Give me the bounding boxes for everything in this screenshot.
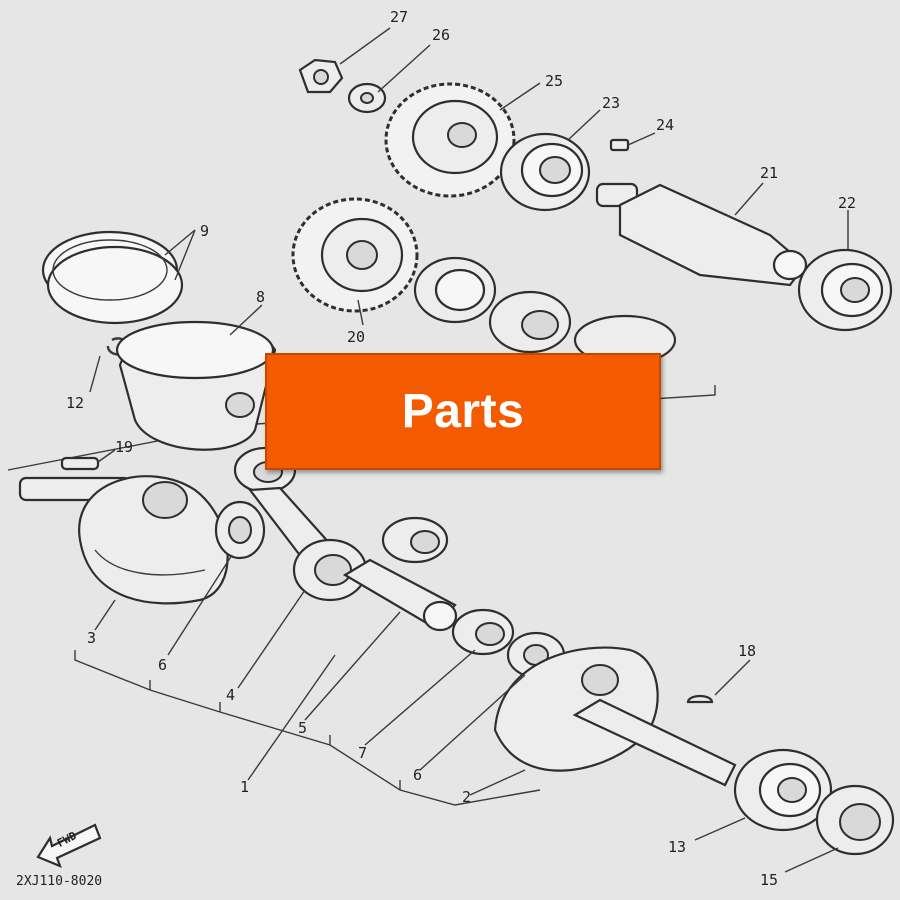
part-small-end-bearing — [381, 516, 449, 564]
callout-26: 26 — [432, 26, 450, 44]
callout-5: 5 — [298, 719, 307, 737]
part-8-piston — [115, 320, 277, 451]
part-3-crank-left — [18, 475, 229, 605]
callout-19: 19 — [115, 438, 133, 456]
part-27-nut — [298, 58, 344, 94]
parts-banner[interactable]: Parts — [265, 353, 661, 470]
callout-6-left: 6 — [158, 656, 167, 674]
part-2-crank-right — [493, 646, 737, 787]
part-9-piston-rings — [41, 230, 184, 325]
callout-27: 27 — [390, 8, 408, 26]
diagram-code: 2XJ110-8020 — [16, 874, 103, 889]
callout-6-right: 6 — [413, 766, 422, 784]
part-5-crank-pin — [342, 558, 458, 632]
part-19-crank-pin-key — [60, 456, 100, 471]
parts-banner-label: Parts — [401, 385, 525, 438]
part-20-balancer-drive-gear — [291, 197, 419, 313]
part-24-key — [609, 138, 630, 152]
part-21-balancer-shaft — [595, 182, 808, 287]
part-15-oil-seal — [815, 784, 895, 856]
callout-1: 1 — [240, 778, 249, 796]
part-6-thrust-washer-left — [214, 500, 266, 560]
callout-25: 25 — [545, 72, 563, 90]
callout-numbers: 27 26 25 23 24 21 22 9 8 20 12 19 3 6 4 … — [66, 8, 856, 889]
callout-18: 18 — [738, 642, 756, 660]
callout-12: 12 — [66, 394, 84, 412]
callout-8: 8 — [256, 288, 265, 306]
part-23-bearing — [499, 132, 591, 212]
callout-4: 4 — [226, 686, 235, 704]
callout-15: 15 — [760, 871, 778, 889]
callout-20: 20 — [347, 328, 365, 346]
callout-23: 23 — [602, 94, 620, 112]
callout-7: 7 — [358, 744, 367, 762]
leader-lines — [89, 27, 849, 873]
part-bearing-middle — [413, 256, 497, 324]
callout-22: 22 — [838, 194, 856, 212]
part-7-needle-bearing — [451, 608, 515, 656]
part-25-primary-drive-gear — [384, 82, 516, 198]
part-4-connecting-rod — [233, 446, 368, 602]
callout-9: 9 — [200, 222, 209, 240]
callout-13: 13 — [668, 838, 686, 856]
part-22-bearing — [797, 248, 893, 332]
callout-2: 2 — [462, 788, 471, 806]
part-18-woodruff-key — [686, 694, 714, 704]
callout-21: 21 — [760, 164, 778, 182]
callout-24: 24 — [656, 116, 674, 134]
part-bushing-middle — [488, 290, 572, 354]
part-26-lock-washer — [347, 82, 387, 114]
part-13-bearing — [733, 748, 833, 832]
fwd-arrow-icon — [36, 823, 102, 868]
callout-3: 3 — [87, 629, 96, 647]
